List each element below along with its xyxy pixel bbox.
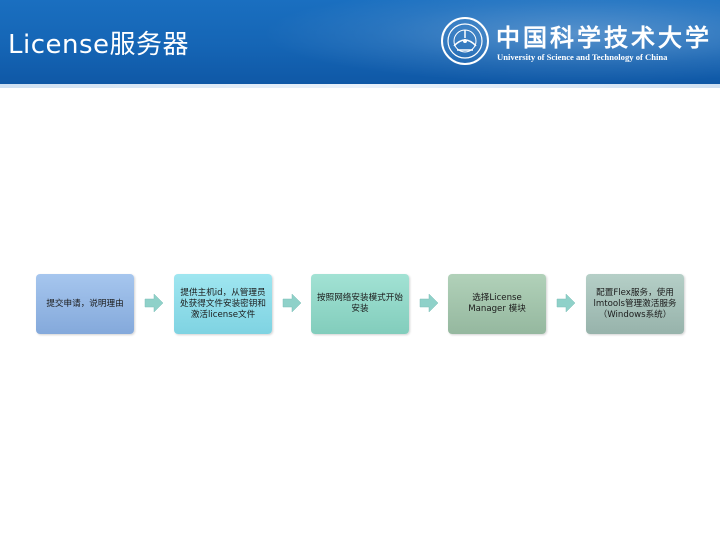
page-title: License服务器 [8,30,190,60]
university-seal-icon [441,17,489,65]
arrow-right-icon [144,293,164,313]
header-divider [0,84,720,88]
university-name-en: University of Science and Technology of … [497,52,668,62]
step-text-5: 配置Flex服务，使用lmtools管理激活服务（Windows系统） [593,287,677,320]
step-box-1: 提交申请，说明理由 [36,274,134,334]
university-name-cn: 中国科学技术大学 [496,23,712,52]
step-text-4: 选择License Manager 模块 [468,293,526,314]
step-box-2: 提供主机id，从管理员处获得文件安装密钥和激活license文件 [174,274,272,334]
step-text-2: 提供主机id，从管理员处获得文件安装密钥和激活license文件 [180,287,266,320]
arrow-right-icon [282,293,302,313]
step-box-3: 按照网络安装模式开始安装 [311,274,409,334]
step-box-5: 配置Flex服务，使用lmtools管理激活服务（Windows系统） [586,274,684,334]
header-banner: License服务器 中国科学技术大学 University of Scienc… [0,0,720,84]
arrow-right-icon [419,293,439,313]
step-box-4: 选择License Manager 模块 [448,274,546,334]
header-sheen [260,0,720,84]
step-text-1: 提交申请，说明理由 [46,298,124,309]
arrow-right-icon [556,293,576,313]
step-text-3: 按照网络安装模式开始安装 [317,293,403,314]
